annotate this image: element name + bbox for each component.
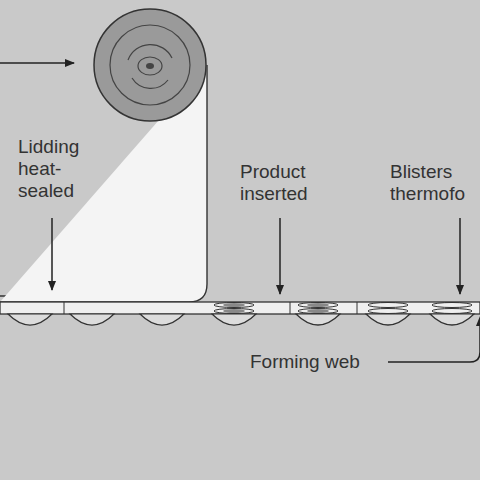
pocket-rim	[432, 309, 472, 314]
callout-label: Blisters thermofo	[390, 161, 478, 205]
forming-web-band	[0, 302, 480, 314]
pocket-rim	[214, 309, 254, 314]
pocket-rim	[368, 303, 408, 308]
pocket-rim	[214, 303, 254, 308]
leader-arrow	[51, 218, 53, 290]
roll-axle	[146, 63, 154, 69]
blister-cavity	[366, 314, 410, 325]
product-tablets	[214, 303, 472, 314]
pocket-rim	[298, 303, 338, 308]
callout-label: Lidding heat-sealed	[18, 136, 100, 202]
leader-arrow	[459, 218, 461, 294]
roll-core	[138, 57, 162, 75]
roll-ring	[128, 45, 172, 60]
seal-division	[64, 302, 65, 314]
forming-web-leader	[388, 320, 480, 362]
web-division	[290, 302, 291, 314]
roll-ring	[132, 78, 168, 88]
blister-cavity	[212, 314, 256, 325]
product-tablet	[307, 309, 329, 313]
product-tablet	[223, 303, 245, 307]
feed-arrow	[0, 62, 74, 64]
blister-cavity	[296, 314, 340, 325]
pocket-rim	[298, 309, 338, 314]
product-tablet	[223, 309, 245, 313]
blister-cavity	[430, 314, 474, 325]
callout-label: Forming web	[250, 351, 386, 373]
roll-ring	[110, 25, 190, 105]
pocket-rim	[432, 303, 472, 308]
forming-web-arrowhead	[476, 316, 480, 326]
blister-cavity	[70, 314, 114, 325]
callout-label: Product inserted	[240, 161, 340, 205]
lidding-roll	[94, 9, 206, 121]
blister-cavities	[8, 314, 474, 325]
web-division	[357, 302, 358, 314]
blister-cavity	[140, 314, 184, 325]
pocket-rim	[368, 309, 408, 314]
lidding-web-fill	[201, 65, 206, 285]
product-tablet	[307, 303, 329, 307]
leader-arrow	[279, 218, 281, 294]
blister-cavity	[8, 314, 52, 325]
